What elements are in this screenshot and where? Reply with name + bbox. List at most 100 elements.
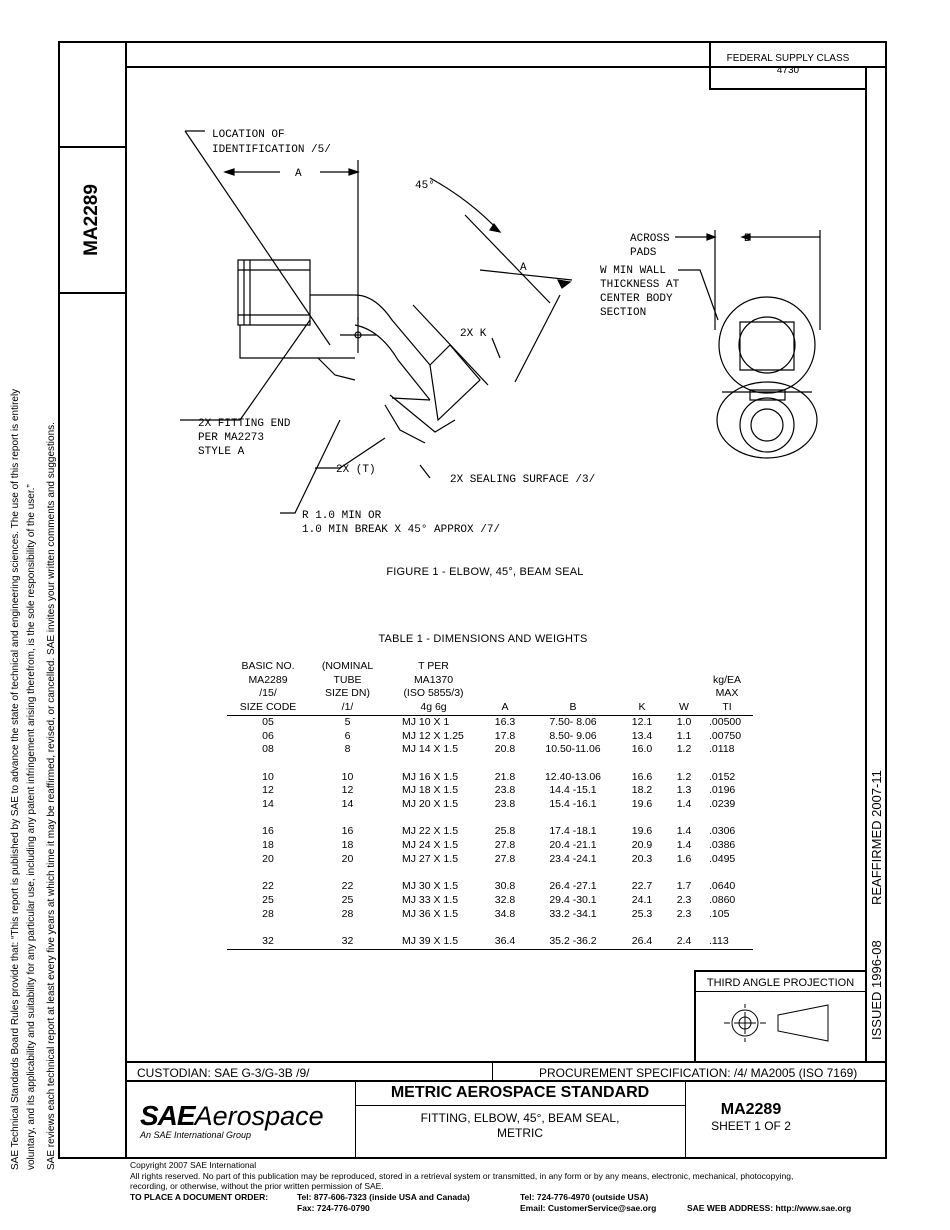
callout-dim-b: B (744, 233, 751, 245)
table-cell: 22 (262, 880, 274, 893)
table-cell: 06 (262, 729, 274, 742)
table-cell: 17.4 -18.1 (549, 825, 597, 838)
table-cell: 25 (341, 893, 354, 906)
table-cell: 32 (262, 935, 274, 947)
part-description-line-1: FITTING, ELBOW, 45°, BEAM SEAL, (420, 1111, 620, 1125)
table-cell: MJ 30 X 1.5 (402, 880, 459, 893)
table-spacer-row (227, 921, 753, 935)
table-spacer-row (227, 757, 753, 771)
table-cell: 14 (262, 798, 274, 811)
custodian-divider (492, 1061, 493, 1082)
table-header-row-4: SIZE CODE /1/ 4g 6g A B K W TI (227, 701, 753, 716)
header-basic-1: BASIC NO. (241, 660, 295, 672)
table-cell: 32 (341, 935, 354, 947)
table-cell: 17.8 (494, 729, 516, 742)
dimensions-table: BASIC NO. (NOMINAL T PER MA2289 TUBE MA1… (227, 660, 753, 950)
table-cell: 18 (341, 839, 354, 852)
table-cell: 23.8 (494, 784, 516, 797)
footer-rights-2: recording, or otherwise, without the pri… (130, 1181, 384, 1191)
header-basic-3: /15/ (259, 687, 277, 700)
table-cell: 1.3 (676, 784, 692, 797)
table-cell: 34.8 (494, 907, 516, 920)
table-cell: 35.2 -36.2 (549, 935, 597, 947)
table-cell: 16.3 (494, 715, 516, 728)
table-cell: .0495 (709, 852, 736, 865)
header-t-3: (ISO 5855/3) (403, 687, 464, 700)
table-cell: 18.2 (631, 784, 653, 797)
header-kg-2: MAX (715, 687, 739, 700)
table-spacer-row (227, 812, 753, 826)
sae-aerospace-logo: SAEAerospace An SAE International Group (140, 1100, 340, 1140)
header-nominal-1: (NOMINAL (321, 660, 374, 672)
table-cell: 7.50- 8.06 (549, 715, 597, 728)
table-cell: 1.0 (676, 715, 692, 728)
table-cell: 2.3 (676, 893, 692, 906)
table-cell: 1.4 (676, 798, 692, 811)
table-cell: MJ 16 X 1.5 (402, 770, 459, 783)
header-a: A (501, 701, 509, 714)
reaffirmed-date: REAFFIRMED 2007-11 (869, 770, 884, 905)
footer-rights-1: All rights reserved. No part of this pub… (130, 1170, 794, 1181)
table-cell: 12 (262, 784, 274, 797)
table-cell: MJ 18 X 1.5 (402, 784, 459, 797)
table-cell: 22.7 (631, 880, 653, 893)
table-cell: 1.6 (676, 852, 692, 865)
table-cell: 27.8 (494, 852, 516, 865)
callout-radius-1: R 1.0 MIN OR (302, 510, 382, 522)
table-cell: MJ 24 X 1.5 (402, 839, 459, 852)
table-cell: .113 (709, 935, 729, 947)
table-cell: 20.8 (494, 743, 516, 756)
disclaimer-line-2: voluntary, and its applicability and sui… (26, 484, 37, 1170)
callout-radius-2: 1.0 MIN BREAK X 45° APPROX /7/ (302, 524, 500, 536)
table-cell: .0860 (709, 893, 736, 906)
table-cell: 8 (344, 743, 351, 756)
table-cell: .0239 (709, 798, 736, 811)
callout-dim-a-diag: A (520, 262, 527, 274)
disclaimer-line-1: SAE Technical Standards Board Rules prov… (10, 388, 21, 1170)
header-kg-3: TI (722, 701, 732, 714)
table-cell: 1.1 (676, 729, 692, 742)
drawing-frame (58, 41, 887, 1159)
table-cell: 12.1 (631, 715, 653, 728)
header-w: W (679, 701, 689, 714)
callout-fitting-1: 2X FITTING END (198, 418, 291, 430)
footer-tel-2: Tel: 724-776-4970 (outside USA) (520, 1191, 649, 1202)
table-cell: MJ 27 X 1.5 (402, 852, 459, 865)
table-cell: 20 (262, 852, 274, 865)
table-cell: .0640 (709, 880, 736, 893)
table-cell: 14.4 -15.1 (549, 784, 597, 797)
table-cell: MJ 39 X 1.5 (402, 935, 459, 947)
part-description: FITTING, ELBOW, 45°, BEAM SEAL, METRIC (355, 1111, 685, 1141)
table-cell: .0306 (709, 825, 736, 838)
table-cell: .105 (709, 907, 730, 920)
table-cell: 20.3 (631, 852, 653, 865)
custodian-row: CUSTODIAN: SAE G-3/G-3B /9/ PROCUREMENT … (125, 1061, 887, 1082)
table-cell: MJ 10 X 1 (402, 715, 450, 728)
table-cell: 23.4 -24.1 (549, 852, 597, 865)
callout-dim-a: A (295, 168, 302, 180)
table-cell: 26.4 -27.1 (549, 880, 597, 893)
callout-wall-3: CENTER BODY (600, 293, 673, 305)
disclaimer-line-3: SAE reviews each technical report at lea… (46, 422, 57, 1170)
table-cell: 05 (262, 715, 274, 728)
table-cell: 33.2 -34.1 (549, 907, 597, 920)
table-cell: 16.0 (631, 743, 653, 756)
table-cell: 28 (341, 907, 354, 920)
header-basic-2: MA2289 (248, 673, 288, 686)
callout-2x-t: 2X (T) (336, 464, 376, 476)
table-cell: 21.8 (494, 770, 516, 783)
table-cell: 28 (262, 907, 274, 920)
table-cell: 2.4 (676, 935, 692, 947)
projection-divider (694, 991, 865, 992)
table-cell: 13.4 (631, 729, 653, 742)
table-cell: .0196 (709, 784, 736, 797)
footer-fax: Fax: 724-776-0790 (297, 1202, 370, 1213)
table-cell: 1.2 (676, 743, 692, 756)
document-id-block: MA2289 SHEET 1 OF 2 (685, 1101, 817, 1133)
table-cell: 15.4 -16.1 (549, 798, 597, 811)
table-cell: 19.6 (631, 825, 653, 838)
